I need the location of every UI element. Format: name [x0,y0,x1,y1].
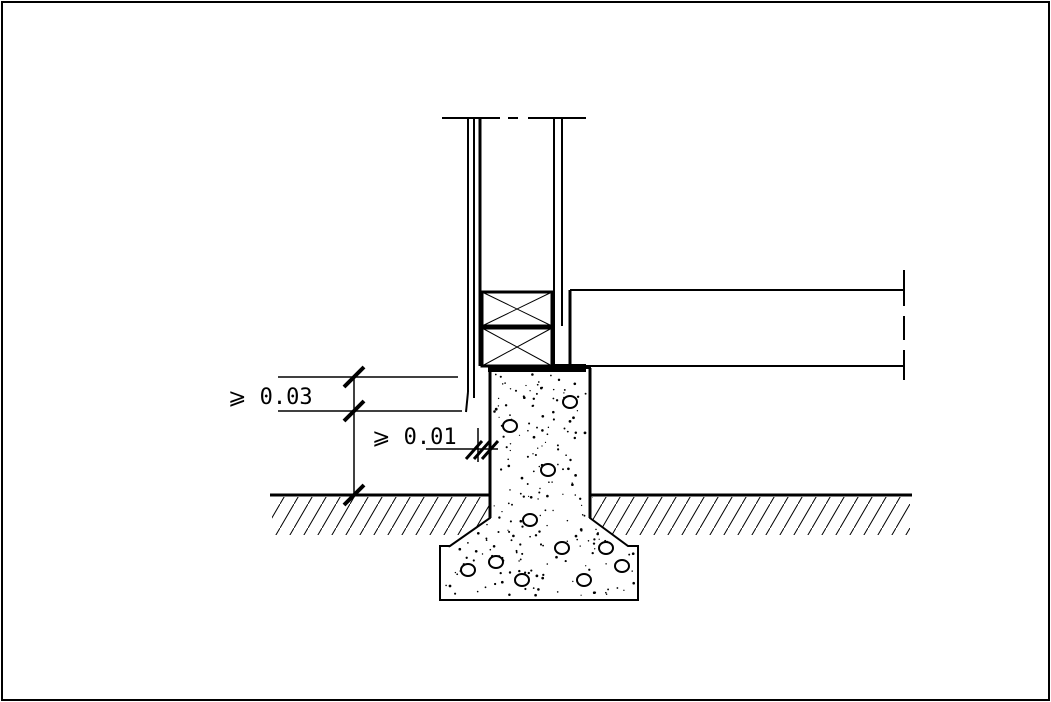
floor-joist [568,270,905,380]
damp-proof-course [488,364,586,372]
ground-hatching [272,497,910,535]
dimension-label-gap: ⩾ 0.01 [372,425,457,450]
concrete-aggregate [445,373,635,597]
timber-plates [480,290,554,368]
wall-frame [442,117,586,372]
dimension-label-sill-height: ⩾ 0.03 [228,385,313,410]
dimension-lines [278,365,500,507]
wall-cladding [465,118,475,413]
